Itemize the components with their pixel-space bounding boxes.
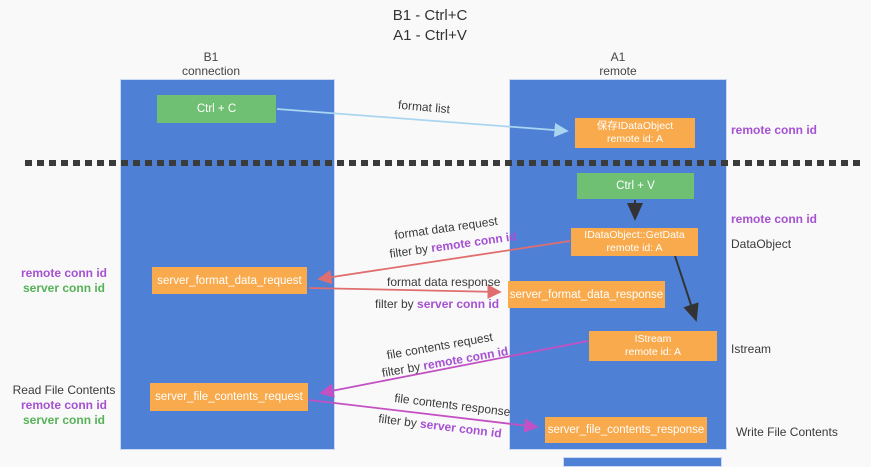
column-header-a1: A1 remote: [548, 50, 688, 78]
istream-line1: IStream: [634, 333, 672, 345]
save-dataobject-line2: remote id: A: [606, 133, 664, 145]
server-file-contents-request-label: server_file_contents_request: [155, 391, 303, 403]
column-a1-name: A1: [610, 50, 626, 64]
server-format-data-response-box: server_format_data_response: [508, 281, 665, 308]
title-line-2: A1 - Ctrl+V: [393, 27, 467, 44]
getdata-box: IDataObject::GetData remote id: A: [571, 228, 698, 256]
filter-by-text: filter by: [375, 297, 418, 311]
istream-box: IStream remote id: A: [589, 331, 717, 361]
format-list-note: format list: [397, 97, 451, 117]
left-server-conn-id-2: server conn id: [22, 413, 106, 427]
server-file-contents-response-label: server_file_contents_response: [547, 424, 705, 436]
getdata-line2: remote id: A: [606, 242, 663, 254]
read-file-contents-label: Read File Contents: [12, 383, 116, 397]
column-b1-name: B1: [203, 50, 219, 64]
column-header-b1: B1 connection: [141, 50, 281, 78]
istream-line2: remote id: A: [624, 346, 682, 358]
ctrl-c-label: Ctrl + C: [196, 103, 237, 115]
format-data-response-note: format data response: [387, 275, 501, 289]
filter-by-text: filter by: [388, 241, 433, 261]
istream-label: Istream: [731, 342, 772, 356]
column-b1-subtitle: connection: [181, 64, 241, 78]
bottom-partial-column: [563, 457, 722, 467]
ctrl-v-box: Ctrl + V: [577, 173, 694, 199]
left-conn-id-group-2: Read File Contents remote conn id server…: [8, 383, 120, 428]
server-conn-id-text: server conn id: [419, 416, 503, 441]
server-format-data-request-label: server_format_data_request: [157, 274, 302, 287]
server-format-data-response-label: server_format_data_response: [509, 288, 664, 301]
right-remote-conn-id-1: remote conn id: [731, 123, 818, 137]
server-conn-id-text: server conn id: [417, 297, 500, 311]
dataobject-label: DataObject: [731, 237, 792, 251]
server-format-data-request-box: server_format_data_request: [152, 267, 307, 294]
title-line-1: B1 - Ctrl+C: [392, 7, 468, 24]
left-conn-id-group-1: remote conn id server conn id: [8, 266, 120, 296]
column-a1-subtitle: remote: [599, 64, 637, 78]
right-remote-conn-id-2: remote conn id: [731, 212, 818, 226]
left-remote-conn-id-2: remote conn id: [20, 398, 107, 412]
write-file-contents-label: Write File Contents: [736, 425, 838, 439]
server-file-contents-request-box: server_file_contents_request: [150, 383, 308, 411]
ctrl-c-box: Ctrl + C: [157, 95, 276, 123]
filter-by-server-note-1: filter by server conn id: [375, 297, 499, 311]
save-dataobject-line1: 保存IDataObject: [596, 120, 674, 132]
getdata-line1: IDataObject::GetData: [584, 229, 685, 241]
save-dataobject-box: 保存IDataObject remote id: A: [575, 118, 695, 148]
server-file-contents-response-box: server_file_contents_response: [545, 417, 707, 443]
diagram-title: B1 - Ctrl+C A1 - Ctrl+V: [330, 6, 530, 46]
ctrl-v-label: Ctrl + V: [616, 180, 655, 192]
left-server-conn-id-1: server conn id: [22, 281, 106, 295]
left-remote-conn-id-1: remote conn id: [20, 266, 107, 280]
filter-by-text: filter by: [377, 411, 422, 431]
